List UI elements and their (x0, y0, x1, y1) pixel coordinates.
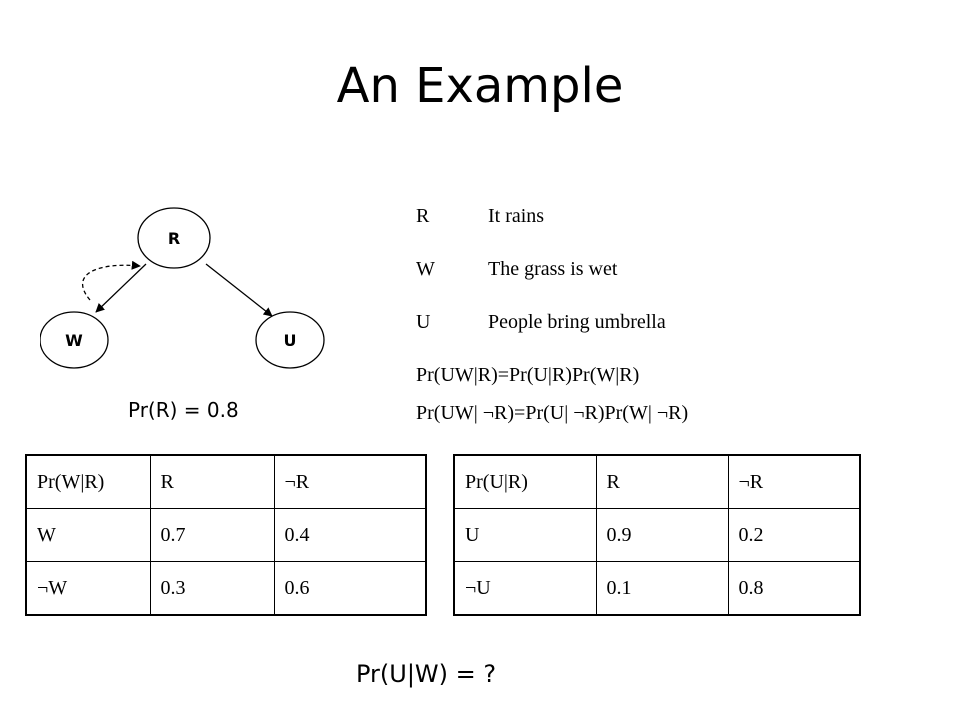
variable-description: The grass is wet (488, 258, 618, 280)
table-cell: 0.3 (149, 561, 275, 616)
cpt-table-u-given-r: Pr(U|R) R ¬R U 0.9 0.2 ¬U 0.1 0.8 (453, 454, 861, 616)
variable-definition-w: W The grass is wet (416, 258, 617, 281)
table-cell: 0.8 (727, 561, 861, 616)
variable-description: It rains (488, 205, 545, 227)
table-header-cell: Pr(U|R) (453, 454, 597, 509)
node-w-label: W (65, 331, 83, 350)
table-row: W 0.7 0.4 (25, 508, 427, 562)
table-cell: ¬W (25, 561, 151, 616)
variable-definition-u: U People bring umbrella (416, 311, 666, 334)
table-cell: ¬U (453, 561, 597, 616)
table-cell: 0.7 (149, 508, 275, 562)
variable-symbol: R (416, 205, 430, 227)
table-cell: 0.6 (273, 561, 427, 616)
dashed-edge-w-to-r (82, 260, 141, 301)
question-text: Pr(U|W) = ? (356, 660, 497, 688)
table-header-cell: Pr(W|R) (25, 454, 151, 509)
cpt-table-w-given-r: Pr(W|R) R ¬R W 0.7 0.4 ¬W 0.3 0.6 (25, 454, 427, 616)
edge-r-to-w (95, 263, 147, 313)
table-header-cell: ¬R (273, 454, 427, 509)
table-header-row: Pr(W|R) R ¬R (25, 454, 427, 509)
prior-probability: Pr(R) = 0.8 (128, 398, 239, 422)
table-cell: W (25, 508, 151, 562)
node-u-label: U (284, 331, 297, 350)
table-cell: U (453, 508, 597, 562)
variable-description: People bring umbrella (488, 311, 666, 333)
table-cell: 0.4 (273, 508, 427, 562)
node-w: W (40, 311, 109, 369)
node-u: U (255, 311, 325, 369)
edge-r-to-u (205, 263, 273, 317)
node-r-label: R (168, 229, 180, 248)
conditional-independence-formula-r: Pr(UW|R)=Pr(U|R)Pr(W|R) (416, 364, 640, 386)
table-row: ¬U 0.1 0.8 (453, 561, 861, 616)
slide-title: An Example (336, 58, 624, 114)
table-header-row: Pr(U|R) R ¬R (453, 454, 861, 509)
table-row: ¬W 0.3 0.6 (25, 561, 427, 616)
table-cell: 0.1 (595, 561, 729, 616)
table-header-cell: ¬R (727, 454, 861, 509)
node-r: R (137, 207, 211, 269)
table-cell: 0.2 (727, 508, 861, 562)
table-row: U 0.9 0.2 (453, 508, 861, 562)
conditional-independence-formula-not-r: Pr(UW| ¬R)=Pr(U| ¬R)Pr(W| ¬R) (416, 402, 689, 424)
table-header-cell: R (595, 454, 729, 509)
table-cell: 0.9 (595, 508, 729, 562)
variable-definition-r: R It rains (416, 205, 544, 228)
table-header-cell: R (149, 454, 275, 509)
bayesian-network-diagram: R W U (40, 207, 325, 369)
variable-symbol: U (416, 311, 431, 333)
variable-symbol: W (416, 258, 435, 280)
